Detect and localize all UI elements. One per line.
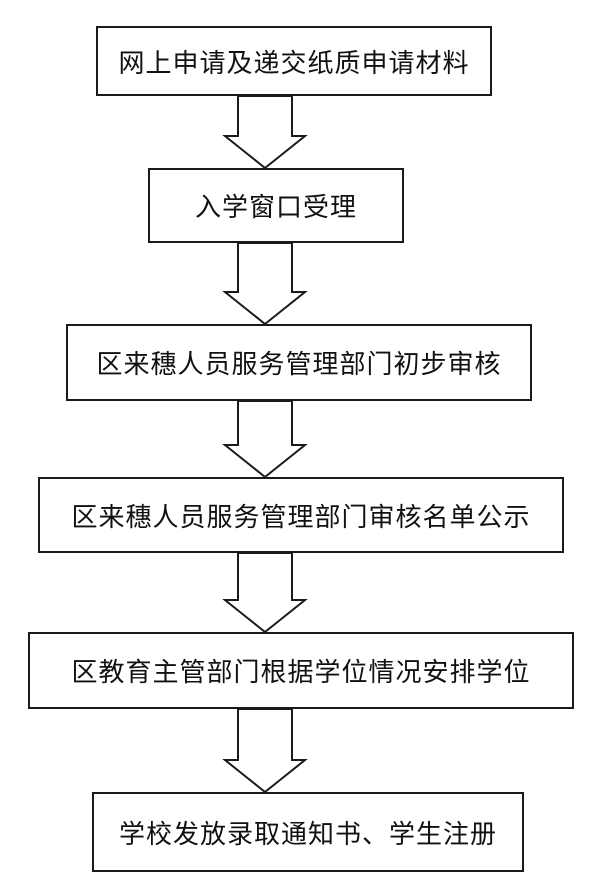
step-online-application: 网上申请及递交纸质申请材料	[96, 26, 492, 96]
step-preliminary-review: 区来穗人员服务管理部门初步审核	[66, 324, 532, 401]
step-label: 区来穗人员服务管理部门审核名单公示	[71, 502, 531, 533]
down-arrow-icon	[222, 400, 308, 479]
step-label: 区教育主管部门根据学位情况安排学位	[71, 658, 531, 688]
step-label: 区来穗人员服务管理部门初步审核	[96, 350, 502, 380]
down-arrow-icon	[222, 708, 308, 794]
down-arrow-icon	[222, 552, 308, 634]
step-label: 网上申请及递交纸质申请材料	[118, 48, 470, 79]
down-arrow-icon	[222, 95, 308, 170]
step-label: 学校发放录取通知书、学生注册	[118, 819, 497, 850]
step-admission-notice-registration: 学校发放录取通知书、学生注册	[92, 792, 524, 872]
step-window-acceptance: 入学窗口受理	[148, 168, 404, 243]
step-label: 入学窗口受理	[194, 193, 357, 223]
down-arrow-icon	[222, 242, 308, 326]
step-review-list-publicity: 区来穗人员服务管理部门审核名单公示	[38, 477, 564, 553]
step-arrange-school-places: 区教育主管部门根据学位情况安排学位	[28, 632, 574, 709]
